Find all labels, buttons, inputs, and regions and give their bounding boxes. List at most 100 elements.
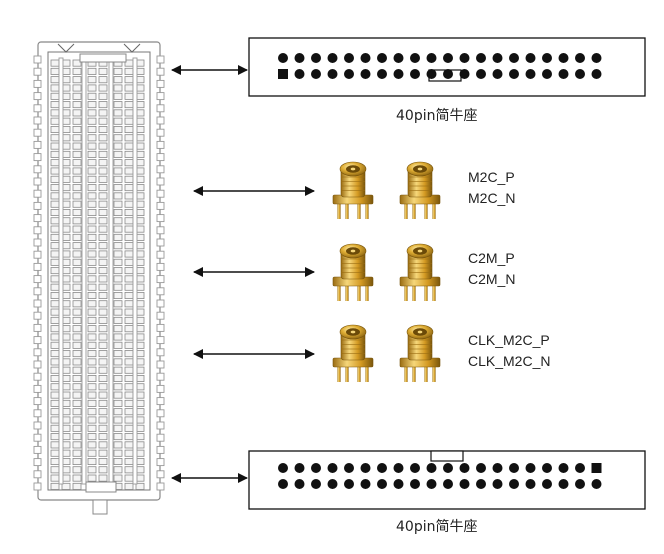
sma-pin	[365, 283, 369, 301]
fmc-pin	[72, 267, 82, 275]
fmc-pin	[87, 466, 97, 474]
fmc-pin	[113, 325, 123, 333]
header-pin	[294, 53, 305, 63]
fmc-pin	[50, 134, 60, 142]
fmc-side-tooth	[156, 458, 165, 467]
fmc-side-tooth	[33, 116, 42, 125]
fmc-pin	[98, 391, 108, 399]
fmc-pin	[98, 150, 108, 158]
fmc-pin	[124, 150, 134, 158]
fmc-pin	[50, 291, 60, 299]
fmc-pin	[113, 150, 123, 158]
fmc-side-tooth	[156, 214, 165, 223]
fmc-pin	[87, 250, 97, 258]
header-pin	[344, 479, 354, 489]
fmc-pin	[50, 449, 60, 457]
fmc-pin	[50, 192, 60, 200]
fmc-side-tooth	[156, 372, 165, 381]
header-top-caption: 40pin简牛座	[396, 108, 478, 124]
fmc-pin	[124, 466, 134, 474]
fmc-pin	[113, 200, 123, 208]
sma-pin	[357, 283, 361, 301]
fmc-pin	[98, 291, 108, 299]
fmc-pin	[72, 109, 82, 117]
fmc-pin	[87, 67, 97, 75]
header-pin	[492, 479, 503, 489]
header-pin	[591, 479, 602, 489]
fmc-side-tooth	[33, 55, 42, 64]
fmc-side-tooth	[33, 201, 42, 210]
fmc-pin	[72, 225, 82, 233]
fmc-rail	[108, 57, 114, 485]
fmc-pin	[113, 391, 123, 399]
header-pin	[344, 69, 354, 79]
fmc-pin	[124, 291, 134, 299]
fmc-pin	[87, 84, 97, 92]
fmc-pin	[98, 67, 108, 75]
fmc-side-tooth	[156, 409, 165, 418]
fmc-pin	[72, 399, 82, 407]
fmc-pin	[98, 167, 108, 175]
fmc-pin	[98, 283, 108, 291]
fmc-pin	[72, 126, 82, 134]
fmc-pin	[72, 184, 82, 192]
fmc-pin	[113, 408, 123, 416]
fmc-pin	[124, 308, 134, 316]
fmc-pin	[50, 142, 60, 150]
fmc-pin	[87, 325, 97, 333]
fmc-pin	[124, 117, 134, 125]
sma-pin	[365, 201, 369, 219]
fmc-pin	[50, 167, 60, 175]
header-pin	[459, 463, 470, 473]
fmc-pin	[72, 316, 82, 324]
fmc-pin	[87, 474, 97, 482]
header-pin	[575, 463, 585, 473]
fmc-pin	[113, 474, 123, 482]
header-pin-1	[278, 69, 288, 79]
fmc-pin	[50, 159, 60, 167]
fmc-side-tooth	[156, 153, 165, 162]
fmc-pin	[98, 126, 108, 134]
fmc-pin	[113, 184, 123, 192]
fmc-pin	[98, 84, 108, 92]
fmc-pin	[72, 242, 82, 250]
fmc-pin	[50, 76, 60, 84]
fmc-pin	[98, 208, 108, 216]
fmc-pin	[98, 457, 108, 465]
header-pin	[558, 53, 569, 63]
fmc-pin	[50, 300, 60, 308]
header-top-pins	[278, 53, 602, 79]
fmc-pin	[124, 358, 134, 366]
fmc-pin	[98, 225, 108, 233]
fmc-pin	[124, 250, 134, 258]
fmc-pin	[50, 466, 60, 474]
sma-pin	[424, 283, 428, 301]
fmc-pin	[50, 474, 60, 482]
fmc-pin	[50, 184, 60, 192]
fmc-pin	[124, 167, 134, 175]
header-pin	[443, 53, 453, 63]
header-pin	[492, 463, 503, 473]
fmc-pin	[98, 308, 108, 316]
fmc-pin	[98, 242, 108, 250]
fmc-pin	[124, 457, 134, 465]
fmc-pin	[98, 258, 108, 266]
fmc-side-tooth	[156, 201, 165, 210]
fmc-pin	[124, 366, 134, 374]
fmc-side-tooth	[33, 140, 42, 149]
fmc-side-tooth	[156, 67, 165, 76]
sma-connector-clk-n	[399, 324, 441, 382]
fmc-pin	[124, 200, 134, 208]
fmc-side-tooth	[156, 140, 165, 149]
fmc-pin	[98, 383, 108, 391]
fmc-pin	[72, 366, 82, 374]
fmc-side-tooth	[156, 55, 165, 64]
sma-label-clk-m2c-n: CLK_M2C_N	[468, 353, 551, 369]
fmc-side-tooth	[33, 384, 42, 393]
fmc-pin	[72, 275, 82, 283]
header-pin	[410, 463, 420, 473]
fmc-pin	[113, 383, 123, 391]
fmc-pin	[87, 159, 97, 167]
sma-pin	[432, 364, 436, 382]
